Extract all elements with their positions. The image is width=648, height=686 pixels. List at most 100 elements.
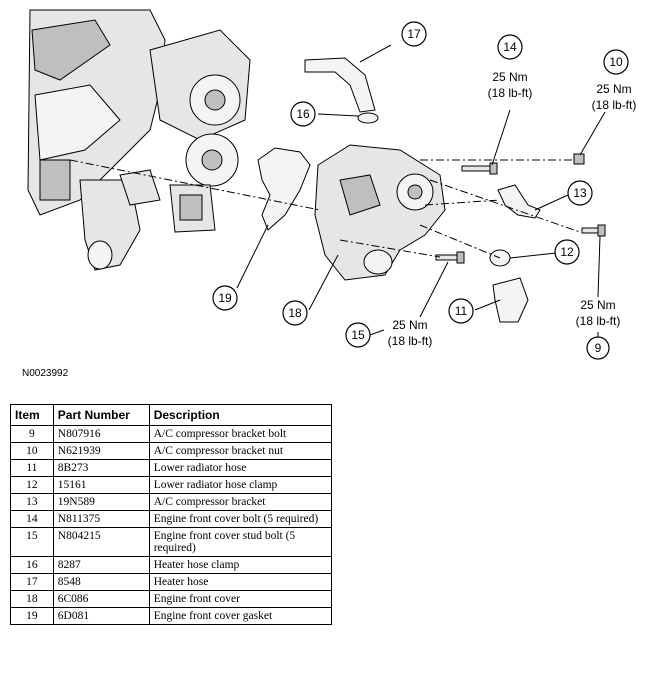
torque-spec-15-nm: 25 Nm [392, 318, 427, 332]
cell-description: Engine front cover stud bolt (5 required… [148, 527, 333, 557]
front-cover-bolt-head [489, 162, 498, 175]
cell-part-number: 8287 [52, 556, 150, 574]
cell-description: Heater hose clamp [148, 556, 333, 574]
table-row: 11 8B273 Lower radiator hose [10, 459, 333, 477]
assembly-line [69, 159, 321, 211]
table-row: 13 19N589 A/C compressor bracket [10, 493, 333, 511]
engine-front-cover-illustration [314, 144, 446, 281]
table-row: 17 8548 Heater hose [10, 573, 333, 591]
callout-13: 13 [567, 180, 593, 206]
table-row: 18 6C086 Engine front cover [10, 590, 333, 608]
cell-description: Heater hose [148, 573, 333, 591]
cell-description: Engine front cover bolt (5 required) [148, 510, 333, 528]
assembly-line [339, 239, 441, 258]
svg-text:13: 13 [573, 186, 587, 200]
cell-description: A/C compressor bracket nut [148, 442, 333, 460]
ac-compressor-bracket-illustration [497, 184, 541, 219]
cell-item: 19 [10, 607, 54, 625]
cell-description: Engine front cover gasket [148, 607, 333, 625]
cell-item: 17 [10, 573, 54, 591]
cell-part-number: 8548 [52, 573, 150, 591]
front-cover-bolt-illustration [461, 165, 493, 172]
lower-radiator-hose-illustration [492, 277, 529, 323]
cell-item: 10 [10, 442, 54, 460]
front-cover-gasket-illustration [257, 147, 311, 231]
torque-spec-15-lbft: (18 lb-ft) [388, 334, 433, 348]
table-row: 15 N804215 Engine front cover stud bolt … [10, 527, 333, 557]
cell-part-number: 8B273 [52, 459, 150, 477]
assembly-line [419, 224, 501, 259]
cell-description: Lower radiator hose clamp [148, 476, 333, 494]
cell-item: 12 [10, 476, 54, 494]
cell-part-number: 15161 [52, 476, 150, 494]
torque-spec-9-lbft: (18 lb-ft) [576, 314, 621, 328]
cell-description: A/C compressor bracket bolt [148, 425, 333, 443]
torque-spec-10-nm: 25 Nm [596, 82, 631, 96]
table-row: 19 6D081 Engine front cover gasket [10, 607, 333, 625]
torque-spec-9-nm: 25 Nm [580, 298, 615, 312]
svg-text:11: 11 [455, 304, 468, 318]
table-header-row: Item Part Number Description [10, 404, 333, 426]
torque-spec-14-nm: 25 Nm [492, 70, 527, 84]
svg-text:15: 15 [351, 328, 365, 342]
column-header-part-number: Part Number [52, 404, 150, 426]
assembly-line [424, 199, 501, 206]
ac-bracket-nut-illustration [573, 153, 585, 165]
table-row: 12 15161 Lower radiator hose clamp [10, 476, 333, 494]
heater-hose-illustration [304, 57, 376, 113]
callout-17: 17 [401, 21, 427, 47]
svg-text:18: 18 [288, 306, 302, 320]
cell-item: 14 [10, 510, 54, 528]
cell-part-number: 6C086 [52, 590, 150, 608]
cell-item: 18 [10, 590, 54, 608]
cell-part-number: N807916 [52, 425, 150, 443]
heater-hose-clamp-illustration [357, 112, 379, 124]
engine-block-illustration [27, 9, 251, 271]
ac-bracket-bolt-head [597, 224, 606, 237]
cell-description: A/C compressor bracket [148, 493, 333, 511]
cell-description: Engine front cover [148, 590, 333, 608]
assembly-line [429, 179, 581, 233]
cell-item: 13 [10, 493, 54, 511]
ac-bracket-bolt-illustration [581, 227, 601, 234]
callout-12: 12 [554, 239, 580, 265]
callout-19: 19 [212, 285, 238, 311]
cell-item: 11 [10, 459, 54, 477]
svg-text:19: 19 [218, 291, 232, 305]
cell-part-number: N621939 [52, 442, 150, 460]
svg-text:10: 10 [609, 55, 623, 69]
callout-18: 18 [282, 300, 308, 326]
parts-table: Item Part Number Description 9 N807916 A… [10, 404, 333, 625]
callout-9: 9 [586, 336, 610, 360]
callout-11: 11 [448, 298, 474, 324]
cell-description: Lower radiator hose [148, 459, 333, 477]
front-cover-stud-bolt-head [456, 251, 465, 264]
exploded-view-diagram: 17 16 14 10 13 12 11 18 19 15 9 25 Nm ( [27, 9, 637, 360]
svg-text:9: 9 [595, 341, 602, 355]
callout-10: 10 [603, 49, 629, 75]
cell-part-number: 6D081 [52, 607, 150, 625]
cell-item: 9 [10, 425, 54, 443]
table-row: 10 N621939 A/C compressor bracket nut [10, 442, 333, 460]
cell-part-number: N811375 [52, 510, 150, 528]
callout-15: 15 [345, 322, 371, 348]
torque-spec-10-lbft: (18 lb-ft) [592, 98, 637, 112]
column-header-item: Item [10, 404, 54, 426]
table-row: 9 N807916 A/C compressor bracket bolt [10, 425, 333, 443]
table-row: 16 8287 Heater hose clamp [10, 556, 333, 574]
svg-text:14: 14 [503, 40, 517, 54]
figure-id: N0023992 [22, 368, 69, 379]
cell-item: 15 [10, 527, 54, 557]
column-header-description: Description [148, 404, 333, 426]
cell-part-number: N804215 [52, 527, 150, 557]
cell-part-number: 19N589 [52, 493, 150, 511]
callout-14: 14 [497, 34, 523, 60]
cell-item: 16 [10, 556, 54, 574]
front-cover-stud-bolt-illustration [435, 254, 461, 261]
table-row: 14 N811375 Engine front cover bolt (5 re… [10, 510, 333, 528]
torque-spec-14-lbft: (18 lb-ft) [488, 86, 533, 100]
callout-16: 16 [290, 101, 316, 127]
svg-text:16: 16 [296, 107, 310, 121]
svg-text:17: 17 [407, 27, 421, 41]
svg-text:12: 12 [560, 245, 574, 259]
